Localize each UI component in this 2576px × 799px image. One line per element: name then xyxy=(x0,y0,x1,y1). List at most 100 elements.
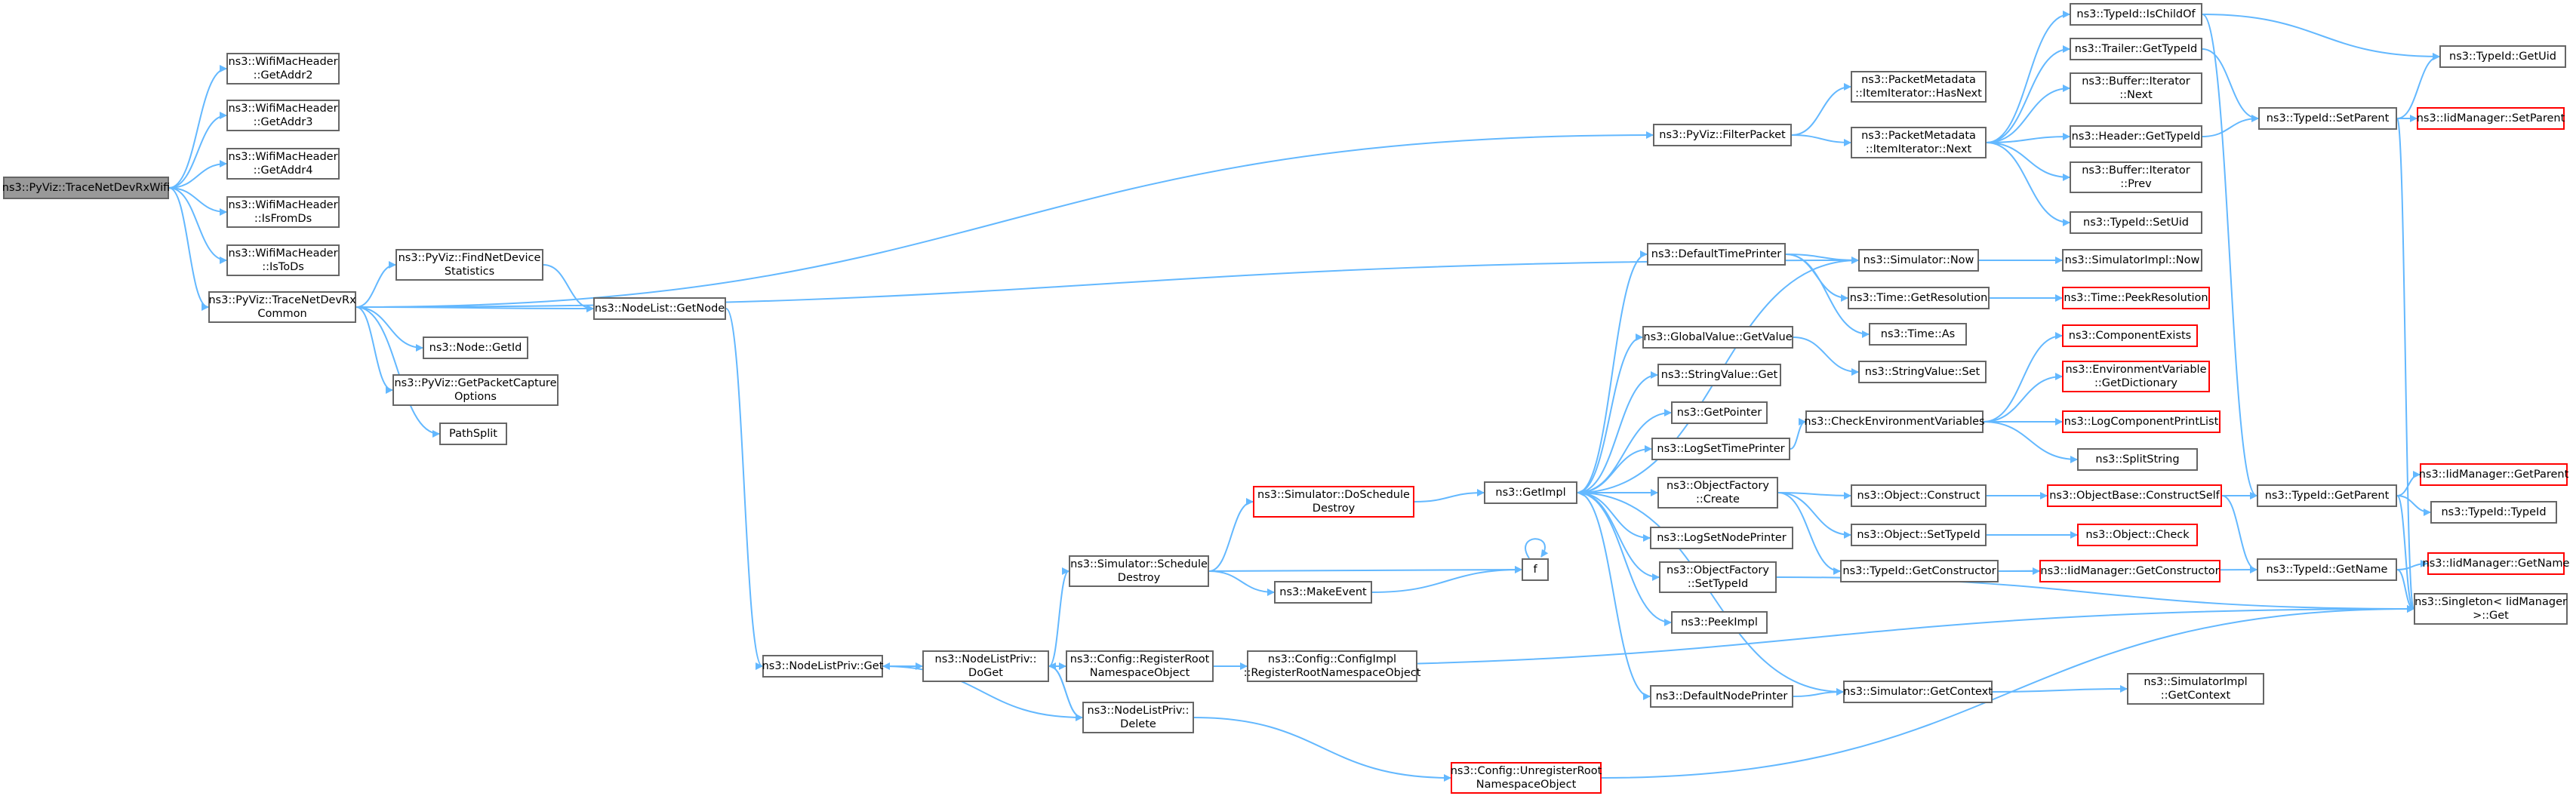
node-label-tracecommon-0: ns3::PyViz::TraceNetDevRx xyxy=(208,294,356,306)
node-simimplctx[interactable]: ns3::SimulatorImpl::GetContext xyxy=(2127,673,2264,705)
edge-root-to-isfromds xyxy=(168,187,227,216)
node-label-findnetdev-1: Statistics xyxy=(444,266,495,278)
node-strvalset[interactable]: ns3::StringValue::Set xyxy=(1858,361,1987,383)
edge-tracecommon-to-pathsplit xyxy=(355,306,440,438)
node-timeas[interactable]: ns3::Time::As xyxy=(1869,323,1967,346)
node-addr3[interactable]: ns3::WifiMacHeader::GetAddr3 xyxy=(226,100,340,131)
node-getuid[interactable]: ns3::TypeId::GetUid xyxy=(2439,45,2566,68)
edge-tracecommon-to-findnetdev xyxy=(355,261,396,308)
node-setparent[interactable]: ns3::TypeId::SetParent xyxy=(2258,107,2397,130)
node-ofcreate[interactable]: ns3::ObjectFactory::Create xyxy=(1657,477,1778,509)
node-getparent[interactable]: ns3::TypeId::GetParent xyxy=(2257,484,2397,507)
node-nodegetid[interactable]: ns3::Node::GetId xyxy=(423,337,528,359)
node-nlpdelete[interactable]: ns3::NodeListPriv::Delete xyxy=(1082,702,1194,733)
node-constructself[interactable]: ns3::ObjectBase::ConstructSelf xyxy=(2047,484,2222,507)
node-headertid[interactable]: ns3::Header::GetTypeId xyxy=(2070,125,2202,148)
node-simimplnow[interactable]: ns3::SimulatorImpl::Now xyxy=(2062,249,2202,272)
node-splitstring[interactable]: ns3::SplitString xyxy=(2077,448,2198,471)
node-nodelistget[interactable]: ns3::NodeList::GetNode xyxy=(593,297,726,320)
node-peekimpl[interactable]: ns3::PeekImpl xyxy=(1671,611,1768,634)
node-pmhasnext[interactable]: ns3::PacketMetadata::ItemIterator::HasNe… xyxy=(1851,71,1987,103)
node-label-bufnext-1: ::Next xyxy=(2119,89,2153,101)
node-isfromds[interactable]: ns3::WifiMacHeader::IsFromDs xyxy=(226,196,340,228)
node-singleton[interactable]: ns3::Singleton< IidManager>::Get xyxy=(2414,593,2568,625)
node-simnow[interactable]: ns3::Simulator::Now xyxy=(1858,249,1979,272)
edge-defnodeprinter-to-simgetctx xyxy=(1793,688,1844,697)
node-simgetctx[interactable]: ns3::Simulator::GetContext xyxy=(1843,681,1993,703)
node-objconstruct[interactable]: ns3::Object::Construct xyxy=(1851,484,1987,507)
node-getconstructor[interactable]: ns3::TypeId::GetConstructor xyxy=(1840,560,1999,582)
node-label-pmhasnext-1: ::ItemIterator::HasNext xyxy=(1855,88,1982,100)
node-iidgetctor[interactable]: ns3::IidManager::GetConstructor xyxy=(2039,560,2221,582)
node-getpointer[interactable]: ns3::GetPointer xyxy=(1671,401,1768,424)
node-label-makeevent-0: ns3::MakeEvent xyxy=(1279,586,1367,598)
edge-tracecommon-to-getpcap xyxy=(355,306,393,394)
node-nlpdoget[interactable]: ns3::NodeListPriv::DoGet xyxy=(922,650,1049,682)
node-iidgetname[interactable]: ns3::IidManager::GetName xyxy=(2423,552,2569,575)
node-label-timeas-0: ns3::Time::As xyxy=(1880,328,1956,340)
node-label-pmhasnext-0: ns3::PacketMetadata xyxy=(1861,74,1976,86)
node-f[interactable]: f xyxy=(1522,558,1549,581)
node-label-ofcreate-0: ns3::ObjectFactory xyxy=(1667,480,1769,492)
node-objsettid[interactable]: ns3::Object::SetTypeId xyxy=(1851,524,1987,546)
node-envvar[interactable]: ns3::EnvironmentVariable::GetDictionary xyxy=(2062,361,2210,392)
node-addr2[interactable]: ns3::WifiMacHeader::GetAddr2 xyxy=(226,53,340,85)
node-logcomplist[interactable]: ns3::LogComponentPrintList xyxy=(2062,410,2221,433)
node-typeidctor[interactable]: ns3::TypeId::TypeId xyxy=(2430,501,2557,524)
node-label-tracecommon-1: Common xyxy=(257,308,307,320)
node-label-defnodeprinter-0: ns3::DefaultNodePrinter xyxy=(1655,690,1788,702)
edge-ischildof-to-getparent xyxy=(2202,14,2257,499)
node-iidsetparent[interactable]: ns3::IidManager::SetParent xyxy=(2417,107,2565,130)
node-makeevent[interactable]: ns3::MakeEvent xyxy=(1274,581,1372,604)
node-label-isfromds-0: ns3::WifiMacHeader xyxy=(228,199,338,211)
node-cfgimplreg[interactable]: ns3::Config::ConfigImpl::RegisterRootNam… xyxy=(1244,650,1420,682)
node-strvalget[interactable]: ns3::StringValue::Get xyxy=(1657,364,1781,386)
node-deftimeprinter[interactable]: ns3::DefaultTimePrinter xyxy=(1647,243,1786,266)
edge-simgetctx-to-simimplctx xyxy=(1992,685,2128,693)
node-label-simnow-0: ns3::Simulator::Now xyxy=(1863,254,1974,266)
edge-nlpdoget-to-schedule xyxy=(1048,567,1069,667)
node-label-cfgunreg-0: ns3::Config::UnregisterRoot xyxy=(1450,765,1602,777)
node-timepeekres[interactable]: ns3::Time::PeekResolution xyxy=(2062,287,2210,309)
node-label-isfromds-1: ::IsFromDs xyxy=(254,213,312,225)
edge-schedule-to-doschedule xyxy=(1208,498,1254,572)
node-label-getpcap-1: Options xyxy=(454,391,497,403)
node-getname[interactable]: ns3::TypeId::GetName xyxy=(2257,558,2397,581)
node-bufprev[interactable]: ns3::Buffer::Iterator::Prev xyxy=(2070,161,2202,193)
edge-pmnext-to-ischildof xyxy=(1986,11,2070,143)
node-addr4[interactable]: ns3::WifiMacHeader::GetAddr4 xyxy=(226,148,340,180)
node-lognodeprinter[interactable]: ns3::LogSetNodePrinter xyxy=(1650,527,1793,549)
node-iidgetparent[interactable]: ns3::IidManager::GetParent xyxy=(2419,463,2568,486)
node-ofsettid[interactable]: ns3::ObjectFactory::SetTypeId xyxy=(1659,561,1777,593)
node-pathsplit[interactable]: PathSplit xyxy=(439,423,507,445)
node-pmnext[interactable]: ns3::PacketMetadata::ItemIterator::Next xyxy=(1851,127,1987,158)
node-logsettime[interactable]: ns3::LogSetTimePrinter xyxy=(1651,438,1790,460)
node-label-simimplnow-0: ns3::SimulatorImpl::Now xyxy=(2064,254,2200,266)
node-label-headertid-0: ns3::Header::GetTypeId xyxy=(2071,131,2201,143)
node-getimpl[interactable]: ns3::GetImpl xyxy=(1484,481,1577,504)
node-bufnext[interactable]: ns3::Buffer::Iterator::Next xyxy=(2070,72,2202,104)
node-objcheck[interactable]: ns3::Object::Check xyxy=(2077,524,2198,546)
node-defnodeprinter[interactable]: ns3::DefaultNodePrinter xyxy=(1650,685,1793,708)
node-setuid[interactable]: ns3::TypeId::SetUid xyxy=(2070,211,2202,234)
node-ischildof[interactable]: ns3::TypeId::IsChildOf xyxy=(2070,3,2202,26)
node-filterpacket[interactable]: ns3::PyViz::FilterPacket xyxy=(1653,124,1792,146)
node-trailertid[interactable]: ns3::Trailer::GetTypeId xyxy=(2070,38,2202,60)
node-label-timegetres-0: ns3::Time::GetResolution xyxy=(1849,292,1988,304)
node-nlpget[interactable]: ns3::NodeListPriv::Get xyxy=(762,655,883,678)
node-timegetres[interactable]: ns3::Time::GetResolution xyxy=(1848,287,1990,309)
node-checkenv[interactable]: ns3::CheckEnvironmentVariables xyxy=(1804,410,1985,433)
node-label-nodegetid-0: ns3::Node::GetId xyxy=(429,342,522,354)
edge-trailertid-to-setparent xyxy=(2202,48,2259,122)
node-gvgetvalue[interactable]: ns3::GlobalValue::GetValue xyxy=(1642,326,1793,349)
node-compexists[interactable]: ns3::ComponentExists xyxy=(2062,324,2198,347)
node-istods[interactable]: ns3::WifiMacHeader::IsToDs xyxy=(226,244,340,276)
